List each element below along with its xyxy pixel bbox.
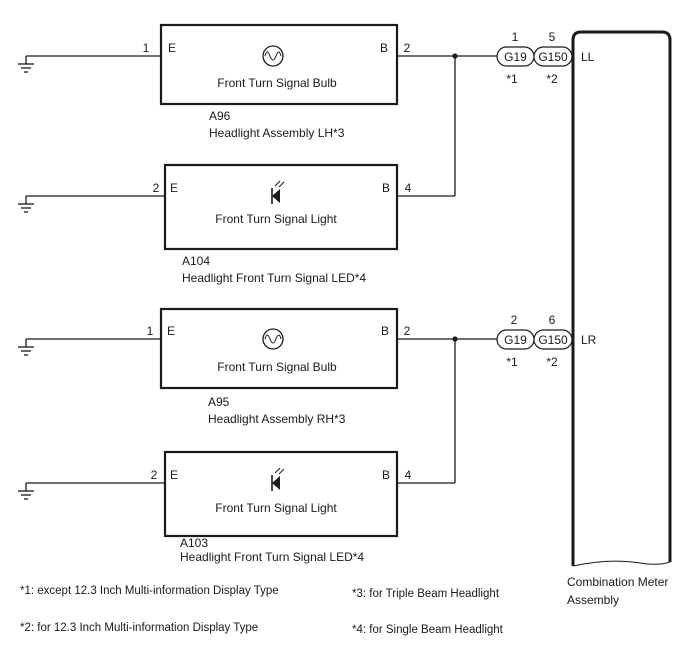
connector-g150-label: G150 <box>538 333 568 347</box>
circuit-a103: 2 E B 4 Front Turn Signal Light A103 Hea… <box>18 450 455 564</box>
meter-label-line2: Assembly <box>567 593 619 607</box>
combination-meter <box>571 30 672 567</box>
bulb-icon <box>262 45 284 67</box>
pin-number: 1 <box>512 30 519 44</box>
connector-g150 <box>533 329 573 350</box>
terminal-label: B <box>382 181 390 195</box>
footnote-1: *1: except 12.3 Inch Multi-information D… <box>20 585 279 597</box>
footnote-ref: *1 <box>506 355 518 369</box>
ground-icon <box>18 56 34 73</box>
connector-name: Headlight Front Turn Signal LED*4 <box>182 271 366 285</box>
pin-number: 2 <box>404 41 411 55</box>
connector-name: Headlight Front Turn Signal LED*4 <box>180 550 364 564</box>
component-box <box>163 450 399 538</box>
pin-number: 4 <box>405 181 412 195</box>
component-box <box>163 163 399 251</box>
footnote-3: *3: for Triple Beam Headlight <box>352 588 500 600</box>
connector-g150-label: G150 <box>538 50 568 64</box>
connector-g150 <box>533 46 573 67</box>
splice-point <box>452 336 458 342</box>
footnote-ref: *2 <box>546 355 558 369</box>
connector-code: A103 <box>180 536 208 550</box>
circuit-a95: 1 E B 2 Front Turn Signal Bulb A95 Headl… <box>18 307 497 426</box>
component-name: Front Turn Signal Light <box>215 501 337 515</box>
component-name: Front Turn Signal Light <box>215 212 337 226</box>
pin-number: 5 <box>549 30 556 44</box>
connector-name: Headlight Assembly LH*3 <box>209 126 345 140</box>
terminal-label: B <box>382 468 390 482</box>
terminal-label: E <box>167 324 175 338</box>
pin-number: 2 <box>153 181 160 195</box>
ground-icon <box>18 483 34 500</box>
pin-number: 6 <box>549 313 556 327</box>
footnote-ref: *1 <box>506 72 518 86</box>
pin-number: 2 <box>151 468 158 482</box>
splice-point <box>452 53 458 59</box>
connector-g19-label: G19 <box>504 333 527 347</box>
connector-code: A104 <box>182 254 210 268</box>
component-name: Front Turn Signal Bulb <box>217 360 337 374</box>
terminal-label: E <box>170 468 178 482</box>
component-name: Front Turn Signal Bulb <box>217 76 337 90</box>
led-icon <box>271 467 285 491</box>
bulb-icon <box>262 328 284 350</box>
footnote-ref: *2 <box>546 72 558 86</box>
pin-number: 4 <box>405 468 412 482</box>
pin-number: 1 <box>147 324 154 338</box>
pin-number: 1 <box>143 41 150 55</box>
pin-number: 2 <box>511 313 518 327</box>
terminal-label: E <box>168 41 176 55</box>
signal-label: LL <box>581 50 595 64</box>
connector-code: A95 <box>208 395 230 409</box>
terminal-label: B <box>380 41 388 55</box>
ground-icon <box>18 339 34 356</box>
led-icon <box>271 180 285 204</box>
terminal-label: E <box>170 181 178 195</box>
connector-g19-label: G19 <box>504 50 527 64</box>
footnote-4: *4: for Single Beam Headlight <box>352 624 504 636</box>
connector-pair-ll: G19 G150 1 5 *1 *2 LL <box>496 30 595 86</box>
signal-label: LR <box>581 333 597 347</box>
pin-number: 2 <box>404 324 411 338</box>
footnote-2: *2: for 12.3 Inch Multi-information Disp… <box>20 622 258 634</box>
connector-code: A96 <box>209 109 231 123</box>
connector-pair-lr: G19 G150 2 6 *1 *2 LR <box>496 313 597 369</box>
component-box <box>159 307 399 390</box>
circuit-a96: 1 E B 2 Front Turn Signal Bulb A96 Headl… <box>18 23 497 140</box>
terminal-label: B <box>381 324 389 338</box>
meter-label-line1: Combination Meter <box>567 575 668 589</box>
ground-icon <box>18 196 34 213</box>
connector-name: Headlight Assembly RH*3 <box>208 412 346 426</box>
circuit-a104: 2 E B 4 Front Turn Signal Light A104 Hea… <box>18 163 455 285</box>
